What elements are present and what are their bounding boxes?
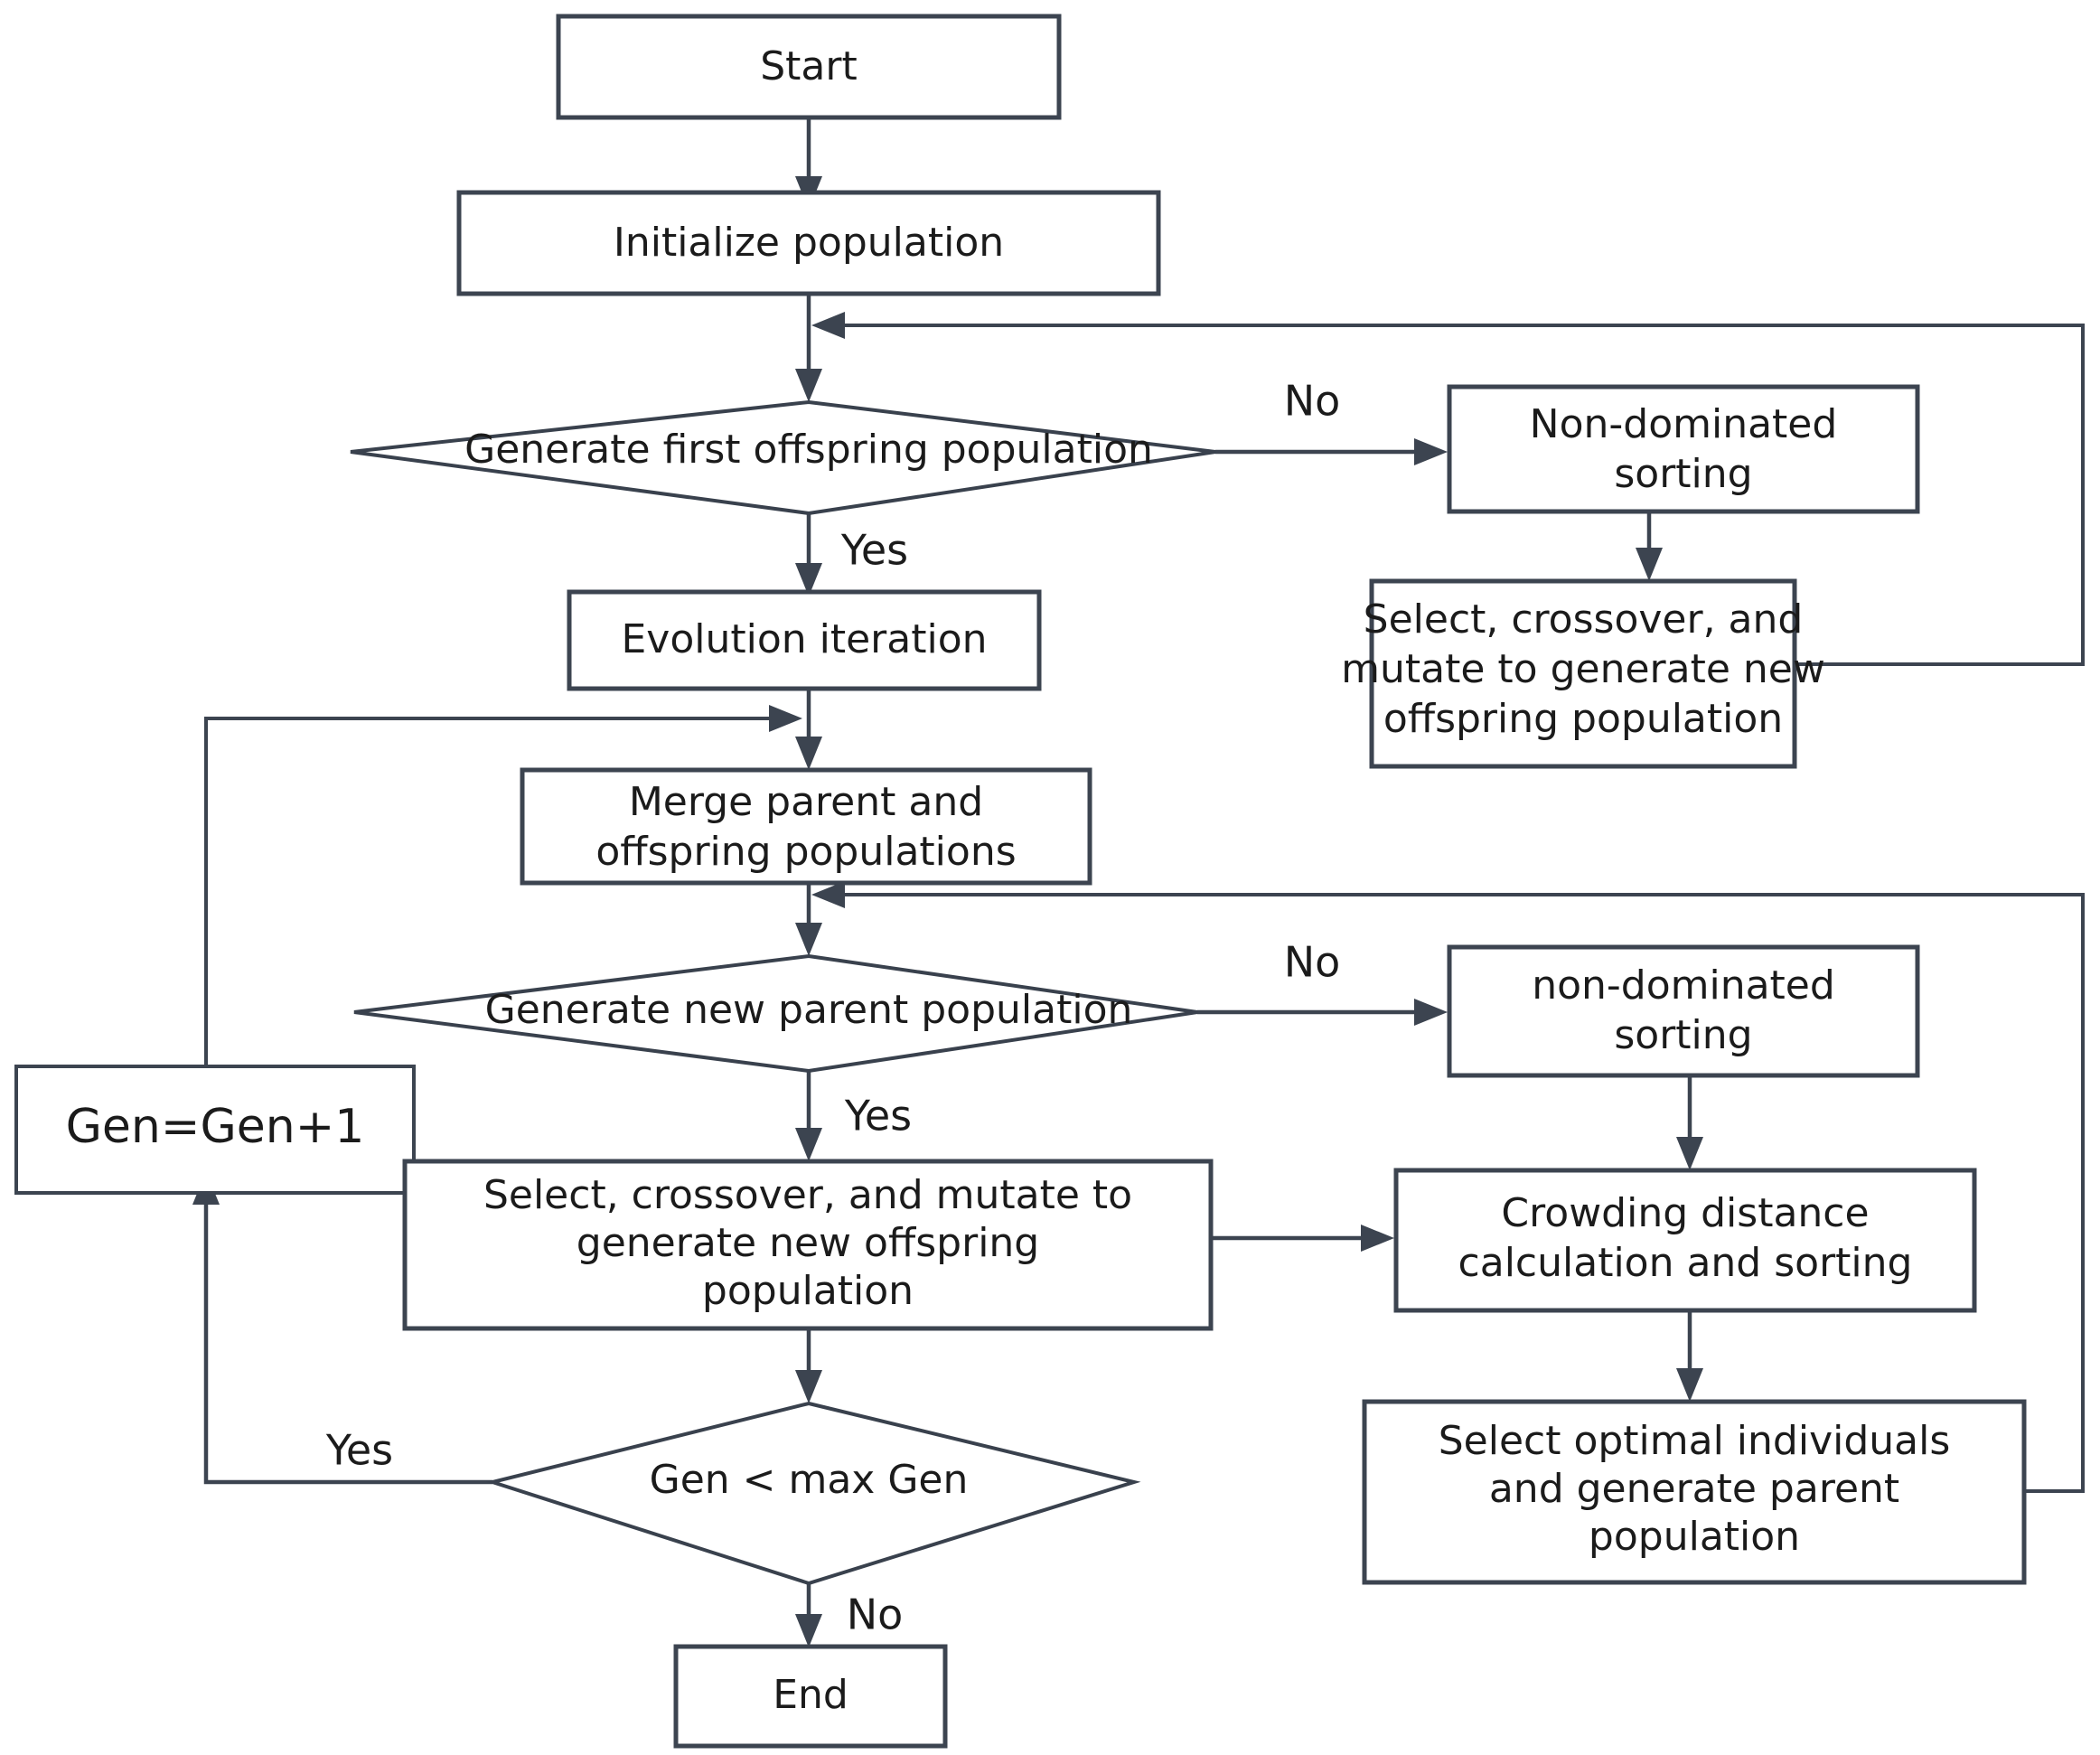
node-decision-generate-new-parent[interactable]: Generate new parent population <box>353 953 1198 1074</box>
node-select-optimal-individuals-line2: and generate parent <box>1489 1466 1899 1512</box>
node-non-dominated-sorting-lower[interactable]: non-dominated sorting <box>1447 944 1920 1078</box>
node-end-label: End <box>773 1672 848 1718</box>
edge-init-to-dec1 <box>795 294 822 402</box>
edge-nds2-to-crowd <box>1676 1075 1703 1170</box>
node-select-crossover-mutate-lower-line1: Select, crossover, and mutate to <box>483 1172 1132 1218</box>
edge-selopt-loop-to-merge <box>811 881 2085 1493</box>
edge-label-dec1-no: No <box>1284 377 1341 426</box>
edge-dec1-no-to-nds1 <box>1215 438 1448 465</box>
node-initialize-population[interactable]: Initialize population <box>456 190 1161 296</box>
node-merge-populations-line1: Merge parent and <box>629 779 983 825</box>
edge-label-dec3-yes: Yes <box>325 1426 393 1475</box>
node-select-crossover-mutate-lower-line3: population <box>702 1268 914 1314</box>
edge-merge-to-dec2 <box>795 881 822 956</box>
node-merge-populations[interactable]: Merge parent and offspring populations <box>520 767 1092 886</box>
node-gen-increment-label: Gen=Gen+1 <box>66 1100 365 1154</box>
node-non-dominated-sorting-upper-line1: Non-dominated <box>1530 401 1838 447</box>
node-decision-gen-less-than-max-label: Gen < max Gen <box>650 1457 969 1503</box>
edge-dec3-no-to-end <box>795 1583 822 1647</box>
node-crowding-distance-line2: calculation and sorting <box>1458 1240 1913 1286</box>
edge-gen-loop-to-merge <box>204 705 802 1066</box>
edge-crowd-to-selopt <box>1676 1310 1703 1402</box>
node-crowding-distance-line1: Crowding distance <box>1501 1190 1869 1236</box>
node-select-optimal-individuals-line1: Select optimal individuals <box>1439 1418 1951 1464</box>
node-non-dominated-sorting-upper[interactable]: Non-dominated sorting <box>1447 384 1920 514</box>
edge-evo-to-merge <box>795 689 822 770</box>
edge-scm1-loop-to-dec1 <box>811 312 2085 666</box>
node-decision-generate-new-parent-label: Generate new parent population <box>485 987 1133 1033</box>
edge-label-dec2-no: No <box>1284 938 1341 987</box>
node-gen-increment[interactable]: Gen=Gen+1 <box>14 1065 416 1195</box>
edge-dec2-yes-to-scm2 <box>795 1071 822 1161</box>
node-select-crossover-mutate-lower-line2: generate new offspring <box>577 1220 1039 1266</box>
node-start[interactable]: Start <box>556 14 1062 120</box>
edge-scm2-to-dec3 <box>795 1328 822 1403</box>
node-non-dominated-sorting-upper-line2: sorting <box>1614 451 1752 497</box>
node-non-dominated-sorting-lower-line1: non-dominated <box>1532 962 1835 1009</box>
node-start-label: Start <box>760 43 858 89</box>
node-end[interactable]: End <box>673 1644 948 1749</box>
node-select-crossover-mutate-lower[interactable]: Select, crossover, and mutate to generat… <box>402 1159 1214 1331</box>
edge-label-dec2-yes: Yes <box>844 1092 912 1140</box>
node-select-crossover-mutate-upper[interactable]: Select, crossover, and mutate to generat… <box>1341 578 1825 769</box>
node-evolution-iteration[interactable]: Evolution iteration <box>567 589 1042 691</box>
node-select-crossover-mutate-upper-line2: mutate to generate new <box>1341 646 1825 692</box>
node-decision-gen-less-than-max[interactable]: Gen < max Gen <box>485 1401 1141 1586</box>
edge-nds1-to-scm1 <box>1636 511 1663 581</box>
node-non-dominated-sorting-lower-line2: sorting <box>1614 1012 1752 1058</box>
edge-label-dec3-no: No <box>847 1591 904 1639</box>
edge-dec1-yes-to-evo <box>795 513 822 596</box>
edge-dec2-no-to-nds2 <box>1197 999 1448 1026</box>
edge-scm2-to-crowd <box>1211 1225 1394 1252</box>
node-evolution-iteration-label: Evolution iteration <box>621 616 987 662</box>
node-select-crossover-mutate-upper-line3: offspring population <box>1383 696 1783 742</box>
node-select-crossover-mutate-upper-line1: Select, crossover, and <box>1364 596 1804 643</box>
node-initialize-population-label: Initialize population <box>614 220 1004 266</box>
node-decision-generate-first-offspring[interactable]: Generate first offspring population <box>350 399 1216 516</box>
node-select-optimal-individuals[interactable]: Select optimal individuals and generate … <box>1362 1399 2027 1585</box>
node-select-optimal-individuals-line3: population <box>1589 1514 1800 1560</box>
node-merge-populations-line2: offspring populations <box>595 829 1016 875</box>
node-decision-generate-first-offspring-label: Generate first offspring population <box>464 427 1153 473</box>
node-crowding-distance[interactable]: Crowding distance calculation and sortin… <box>1393 1168 1977 1313</box>
edge-label-dec1-yes: Yes <box>840 526 908 575</box>
